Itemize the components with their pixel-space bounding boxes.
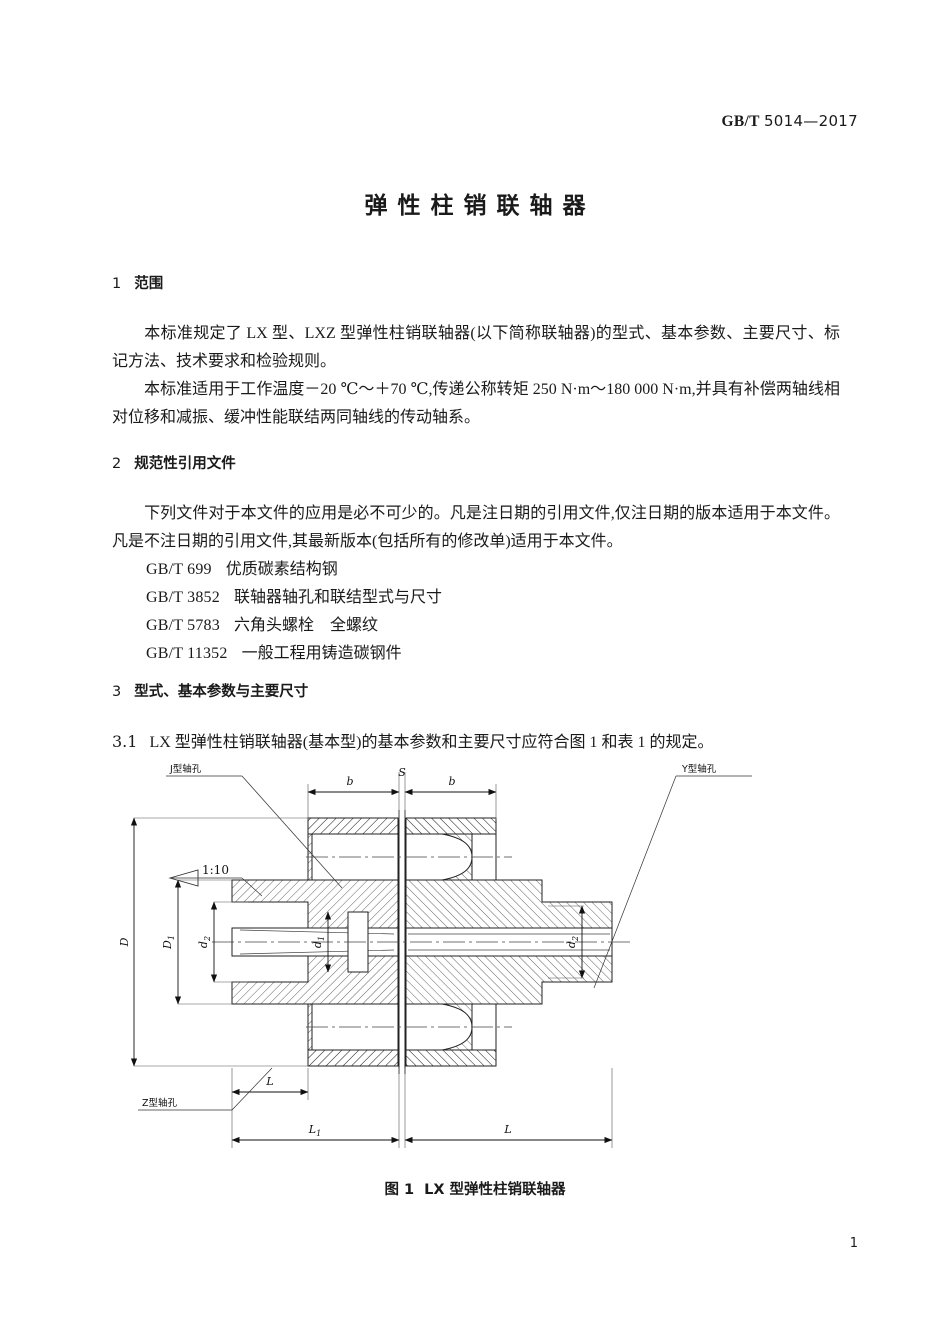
- section-heading-1: 1 范围: [112, 272, 163, 293]
- clause-number: 3.1: [112, 732, 138, 751]
- right-hub-body: [405, 879, 613, 1005]
- reference-code: GB/T 699: [146, 561, 212, 578]
- callout-label-taper: 1:10: [202, 863, 229, 877]
- callout-j-bore: J型轴孔: [166, 763, 343, 889]
- document-header: GB/T 5014—2017: [722, 112, 859, 131]
- reference-code: GB/T 3852: [146, 589, 220, 606]
- callout-label-y-bore: Y型轴孔: [681, 763, 717, 775]
- reference-item-1: GB/T 699 优质碳素结构钢: [146, 556, 338, 584]
- reference-title: 优质碳素结构钢: [225, 561, 338, 578]
- dimension-label-d2-right: d2: [565, 936, 580, 948]
- paragraph-text: 本标准适用于工作温度－20 ℃～＋70 ℃,传递公称转矩 250 N·m～180…: [112, 381, 840, 426]
- section-number-2: 2: [112, 456, 122, 472]
- section-number-3: 3: [112, 684, 122, 700]
- clause-text: LX 型弹性柱销联轴器(基本型)的基本参数和主要尺寸应符合图 1 和表 1 的规…: [149, 734, 714, 751]
- reference-item-4: GB/T 11352 一般工程用铸造碳钢件: [146, 640, 402, 668]
- section-1-paragraph-2: 本标准适用于工作温度－20 ℃～＋70 ℃,传递公称转矩 250 N·m～180…: [112, 376, 840, 432]
- dimension-label-b-left: b: [346, 775, 353, 788]
- section-heading-3: 3 型式、基本参数与主要尺寸: [112, 680, 308, 701]
- dimension-label-s: S: [398, 766, 406, 779]
- figure-caption-text: LX 型弹性柱销联轴器: [424, 1182, 566, 1198]
- section-title-1: 范围: [134, 276, 164, 292]
- section-heading-2: 2 规范性引用文件: [112, 452, 236, 473]
- reference-title: 联轴器轴孔和联结型式与尺寸: [233, 589, 442, 606]
- reference-title: 一般工程用铸造碳钢件: [241, 645, 402, 662]
- dimension-label-d1: d1: [311, 936, 326, 948]
- center-dimension-group: d1: [311, 911, 332, 973]
- section-number-1: 1: [112, 276, 122, 292]
- callout-taper-ratio: 1:10: [168, 863, 263, 897]
- dimension-label-L-right: L: [503, 1123, 511, 1136]
- dimension-label-L1: L1: [308, 1123, 321, 1138]
- callout-label-j-bore: J型轴孔: [169, 763, 202, 775]
- section-title-3: 型式、基本参数与主要尺寸: [134, 684, 309, 700]
- callout-label-z-bore: Z型轴孔: [142, 1097, 178, 1109]
- right-dimension-group: d2: [548, 905, 586, 979]
- clause-3-1: 3.1 LX 型弹性柱销联轴器(基本型)的基本参数和主要尺寸应符合图 1 和表 1…: [112, 728, 852, 757]
- standard-prefix: GB/T: [721, 113, 760, 130]
- standard-number: 5014—2017: [763, 112, 858, 130]
- dimension-label-b-right: b: [448, 775, 455, 788]
- reference-title: 六角头螺栓 全螺纹: [233, 617, 378, 634]
- left-dimension-group: D D1 d2: [118, 817, 308, 1067]
- dimension-label-d2-left: d2: [197, 936, 212, 948]
- page-title: 弹性柱销联轴器: [364, 193, 596, 219]
- axis-centerline: [212, 856, 632, 1028]
- callout-y-bore: Y型轴孔: [593, 763, 752, 989]
- coupling-cross-section-svg: b b S D D1: [118, 763, 752, 1148]
- figure-caption-label: 图 1: [384, 1182, 415, 1198]
- figure-1-drawing: b b S D D1: [112, 762, 840, 1162]
- upper-pin-assembly: [307, 817, 497, 881]
- section-2-paragraph-1: 下列文件对于本文件的应用是必不可少的。凡是注日期的引用文件,仅注日期的版本适用于…: [112, 500, 840, 556]
- paragraph-text: 本标准规定了 LX 型、LXZ 型弹性柱销联轴器(以下简称联轴器)的型式、基本参…: [112, 325, 840, 370]
- section-title-2: 规范性引用文件: [134, 456, 236, 472]
- page-number: 1: [849, 1236, 858, 1251]
- bottom-dimension-group: L L1 L: [231, 1068, 613, 1148]
- figure-caption: 图 1 LX 型弹性柱销联轴器: [0, 1178, 950, 1199]
- paragraph-text: 下列文件对于本文件的应用是必不可少的。凡是注日期的引用文件,仅注日期的版本适用于…: [112, 505, 840, 550]
- dimension-label-D1: D1: [161, 935, 176, 950]
- callout-z-bore: Z型轴孔: [138, 1067, 273, 1111]
- dimension-label-D: D: [118, 937, 131, 947]
- section-1-paragraph-1: 本标准规定了 LX 型、LXZ 型弹性柱销联轴器(以下简称联轴器)的型式、基本参…: [112, 320, 840, 376]
- top-dimension-group: b b S: [307, 766, 497, 820]
- lower-pin-assembly: [307, 1003, 497, 1067]
- reference-item-3: GB/T 5783 六角头螺栓 全螺纹: [146, 612, 378, 640]
- reference-code: GB/T 11352: [146, 645, 228, 662]
- dimension-label-L-upper: L: [265, 1075, 273, 1088]
- reference-code: GB/T 5783: [146, 617, 220, 634]
- reference-item-2: GB/T 3852 联轴器轴孔和联结型式与尺寸: [146, 584, 442, 612]
